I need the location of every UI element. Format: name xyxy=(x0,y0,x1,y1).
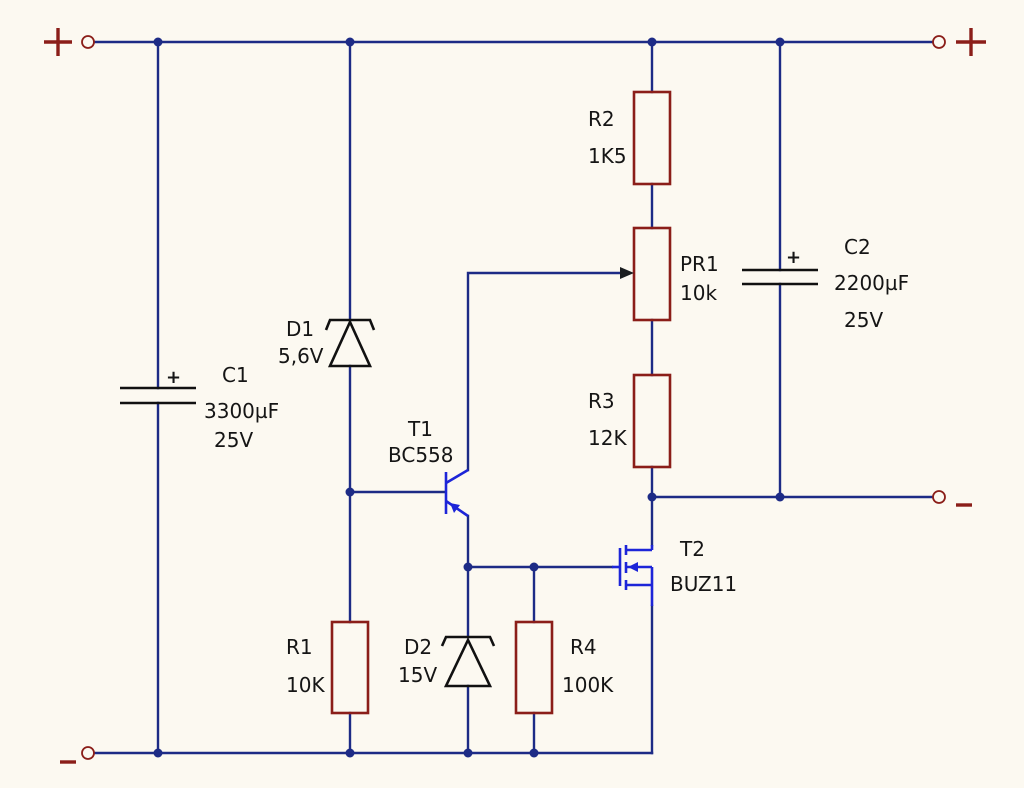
d1-ref: D1 xyxy=(286,317,314,341)
resistor-r2: R2 1K5 xyxy=(588,90,672,186)
svg-text:+: + xyxy=(166,367,181,388)
t2-ref: T2 xyxy=(679,537,705,561)
zener-diode-d2: D2 15V xyxy=(398,635,496,688)
c1-voltage: 25V xyxy=(214,428,253,452)
t2-value: BUZ11 xyxy=(670,572,737,596)
resistor-r4: R4 100K xyxy=(514,620,614,715)
input-plus-terminal xyxy=(44,28,95,56)
mosfet-t2: T2 BUZ11 xyxy=(612,537,737,606)
svg-text:+: + xyxy=(786,247,801,268)
junction-dots xyxy=(153,37,785,758)
r2-value: 1K5 xyxy=(588,144,627,168)
c2-ref: C2 xyxy=(844,235,871,259)
resistor-r3: R3 12K xyxy=(588,373,672,469)
t1-ref: T1 xyxy=(407,417,433,441)
capacitor-c2: + C2 2200µF 25V xyxy=(742,235,909,332)
capacitor-c1: + C1 3300µF 25V xyxy=(120,363,279,452)
r4-ref: R4 xyxy=(570,635,597,659)
r1-value: 10K xyxy=(286,673,325,697)
r4-value: 100K xyxy=(562,673,614,697)
zener-diode-d1: D1 5,6V xyxy=(278,317,376,368)
input-minus-terminal xyxy=(60,746,95,764)
resistor-r1: R1 10K xyxy=(286,620,370,715)
r1-ref: R1 xyxy=(286,635,313,659)
potentiometer-pr1: PR1 10k xyxy=(620,226,719,322)
output-plus-terminal xyxy=(932,28,986,56)
c1-ref: C1 xyxy=(222,363,249,387)
c1-value: 3300µF xyxy=(204,399,279,423)
d1-value: 5,6V xyxy=(278,344,324,368)
pnp-transistor-t1: T1 BC558 xyxy=(388,417,469,518)
pr1-ref: PR1 xyxy=(680,252,719,276)
r3-value: 12K xyxy=(588,426,627,450)
d2-value: 15V xyxy=(398,663,437,687)
wires xyxy=(92,40,934,755)
c2-voltage: 25V xyxy=(844,308,883,332)
c2-value: 2200µF xyxy=(834,271,909,295)
r3-ref: R3 xyxy=(588,389,615,413)
t1-value: BC558 xyxy=(388,443,454,467)
d2-ref: D2 xyxy=(404,635,432,659)
output-minus-terminal xyxy=(932,490,972,507)
pr1-value: 10k xyxy=(680,281,717,305)
r2-ref: R2 xyxy=(588,107,615,131)
